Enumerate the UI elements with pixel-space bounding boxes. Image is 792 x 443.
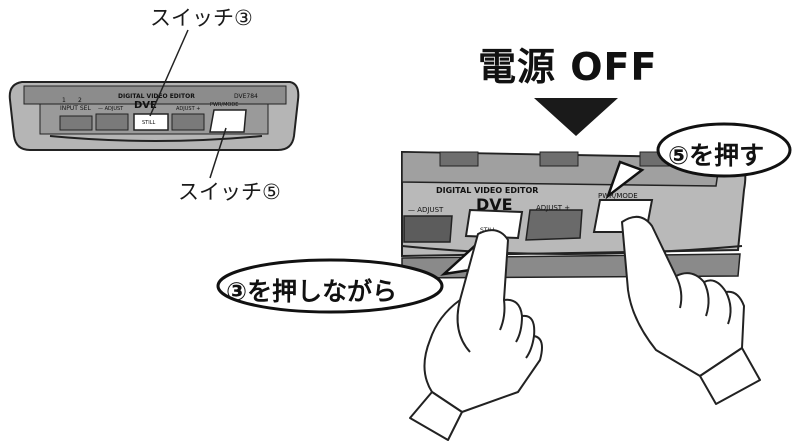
small-adjust-minus: — ADJUST	[98, 106, 124, 112]
switch5-callout-label: スイッチ⑤	[178, 180, 281, 204]
large-brand: DVE	[476, 195, 513, 214]
large-title: DIGITAL VIDEO EDITOR	[436, 186, 538, 195]
small-input-sel: INPUT SEL	[60, 105, 91, 112]
small-still: STILL	[142, 120, 155, 126]
device-small: 1 2 INPUT SEL DIGITAL VIDEO EDITOR DVE D…	[8, 81, 300, 151]
while3-bubble-text: ③を押しながら	[226, 277, 398, 306]
small-pwr-mode: PWR/MODE	[210, 102, 238, 108]
small-input-1: 1	[62, 97, 66, 104]
press5-bubble-text: ⑤を押す	[668, 141, 765, 170]
switch5-leader-line	[209, 127, 227, 179]
large-adjust-plus: ADJUST +	[536, 204, 570, 212]
power-off-heading: 電源 OFF	[478, 45, 658, 89]
large-pwr-mode: PWR/MODE	[598, 192, 638, 200]
left-hand	[409, 229, 543, 441]
right-hand	[621, 215, 761, 405]
large-adjust-minus: — ADJUST	[408, 206, 444, 214]
down-arrow-icon	[534, 98, 618, 136]
bubble3	[216, 258, 444, 314]
bubble5-tail	[605, 160, 645, 200]
small-input-2: 2	[78, 97, 82, 104]
switch3-callout-label: スイッチ③	[150, 6, 253, 30]
small-title: DIGITAL VIDEO EDITOR	[118, 93, 195, 100]
switch3-large	[464, 208, 524, 240]
small-brand: DVE	[134, 100, 157, 111]
switch5-small	[209, 109, 247, 133]
small-model: DVE784	[234, 93, 258, 100]
small-adjust-plus: ADJUST +	[176, 106, 200, 112]
switch3-leader-line	[149, 29, 189, 117]
bubble5	[656, 122, 792, 178]
